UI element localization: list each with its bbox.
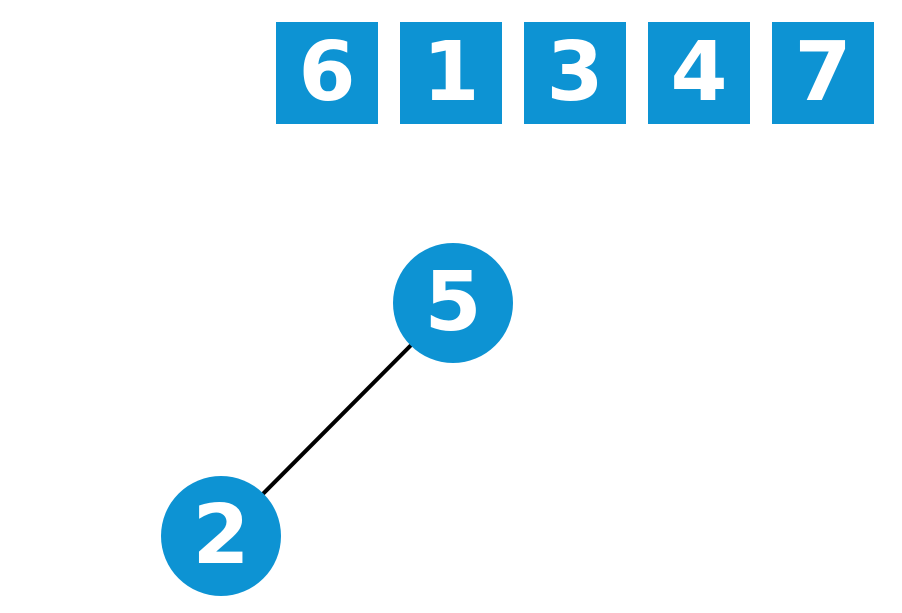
array-cell-label: 4 (670, 25, 728, 120)
graph-node-label: 2 (192, 488, 250, 583)
graph-node[interactable]: 5 (393, 243, 513, 363)
array-cell-label: 7 (794, 25, 852, 120)
array-cell-label: 3 (546, 25, 604, 120)
graph-node[interactable]: 2 (161, 476, 281, 596)
graph-node-label: 5 (424, 255, 482, 350)
array-cell[interactable]: 7 (772, 22, 874, 124)
array-cell[interactable]: 6 (276, 22, 378, 124)
array-cell-label: 1 (422, 25, 480, 120)
array-cell[interactable]: 4 (648, 22, 750, 124)
array-cell[interactable]: 3 (524, 22, 626, 124)
array-row: 6 1 3 4 7 (276, 22, 874, 124)
array-cell[interactable]: 1 (400, 22, 502, 124)
array-cell-label: 6 (298, 25, 356, 120)
